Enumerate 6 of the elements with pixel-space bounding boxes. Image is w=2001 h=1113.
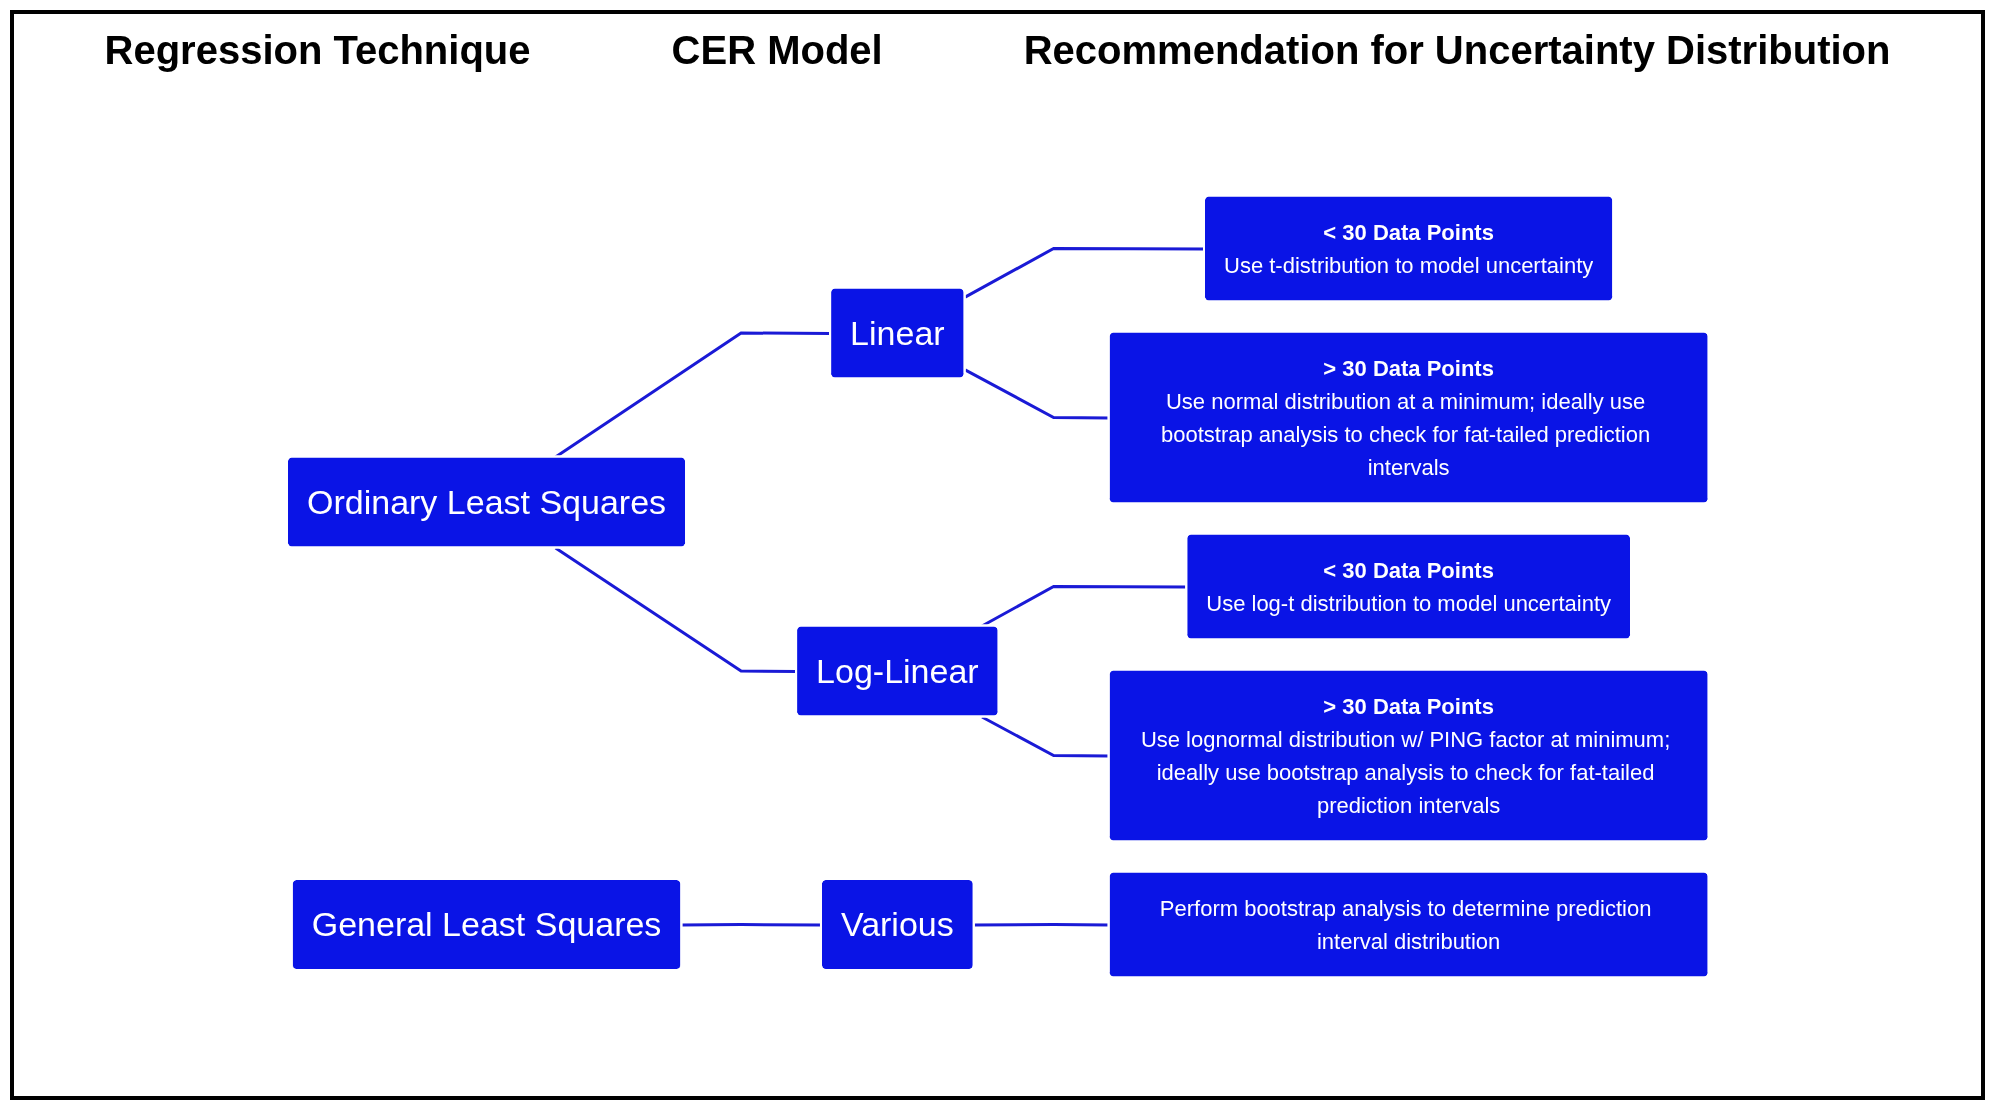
column-heading: Recommendation for Uncertainty Distribution xyxy=(1023,28,1891,73)
connector xyxy=(964,368,1109,420)
column-heading: Regression Technique xyxy=(104,28,531,73)
connector xyxy=(980,715,1109,758)
column-heading: CER Model xyxy=(671,28,883,73)
connector xyxy=(973,923,1109,927)
